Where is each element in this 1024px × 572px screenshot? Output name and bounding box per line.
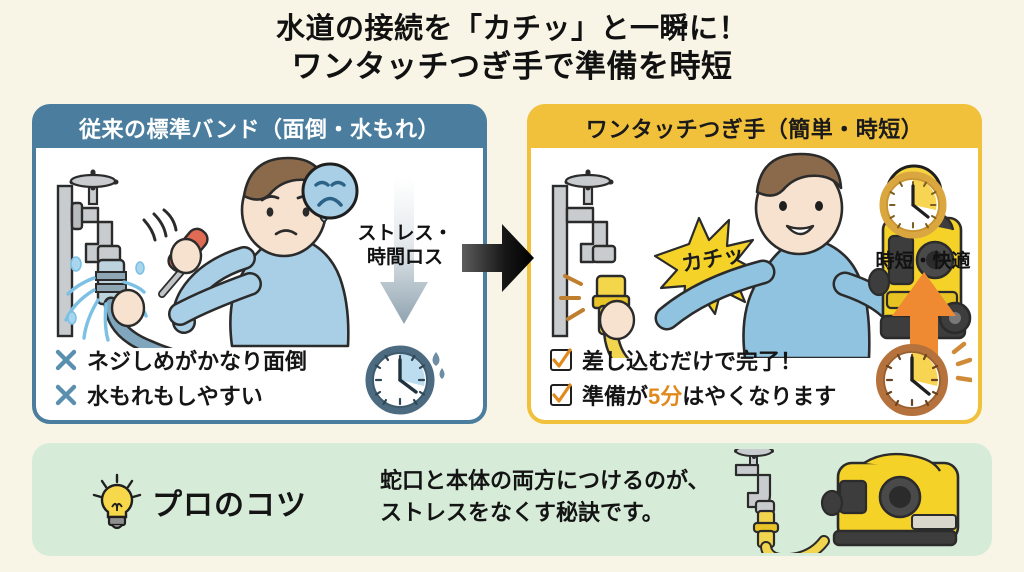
pro-tip-label: プロのコツ <box>92 471 307 533</box>
middle-caption: ストレス・ 時間ロス <box>345 222 465 271</box>
pro-tip-text-line-1: 蛇口と本体の両方につけるのが、 <box>380 468 710 493</box>
list-item: 準備が5分はやくなります <box>549 377 836 412</box>
list-item-label-highlight: 5分 <box>648 383 683 409</box>
list-item-label: 差し込むだけで完了！ <box>582 348 803 374</box>
checkbox-checked-icon <box>550 347 572 371</box>
sad-face-icon <box>301 162 359 220</box>
middle-caption-line-2: 時間ロス <box>366 247 443 269</box>
list-item-label-after: はやくなります <box>682 383 837 409</box>
lightbulb-icon <box>92 473 142 530</box>
list-item: 差し込むだけで完了！ <box>549 342 836 377</box>
clock-brown-with-motion-lines-icon <box>876 341 972 416</box>
pro-tip-text: 蛇口と本体の両方につけるのが、 ストレスをなくす秘訣です。 <box>380 465 710 529</box>
middle-caption-line-1: ストレス・ <box>357 223 453 244</box>
page-title: 水道の接続を「カチッ」と一瞬に！ ワンタッチつぎ手で準備を時短 <box>0 12 1024 86</box>
right-arrow-black-icon <box>462 224 534 292</box>
clock-gold-icon <box>879 171 947 239</box>
right-panel-header-text: ワンタッチつぎ手（簡単・時短） <box>585 117 924 142</box>
left-bullet-list: ネジしめがかなり面倒 水もれもしやすい <box>54 342 307 412</box>
cross-icon <box>55 349 77 370</box>
right-callout-caption: 時短・快適 <box>875 251 971 272</box>
left-panel-header: 従来の標準バンド（面倒・水もれ） <box>36 108 483 148</box>
pro-tip-text-line-2: ストレスをなくす秘訣です。 <box>380 499 664 525</box>
list-item: ネジしめがかなり面倒 <box>54 342 307 377</box>
cross-icon <box>55 384 77 405</box>
tip-illustration-faucet-and-washer <box>734 449 960 553</box>
right-panel-header: ワンタッチつぎ手（簡単・時短） <box>531 108 978 148</box>
pro-tip-label-text: プロのコツ <box>152 489 307 522</box>
up-arrow-orange-icon <box>892 272 956 382</box>
pro-tip-box: プロのコツ 蛇口と本体の両方につけるのが、 ストレスをなくす秘訣です。 <box>32 443 992 556</box>
left-panel-header-text: 従来の標準バンド（面倒・水もれ） <box>78 117 441 142</box>
clock-blue-with-sweat-icon <box>365 345 445 415</box>
left-illustration-person-tightening-band <box>56 156 350 348</box>
list-item-label: 水もれもしやすい <box>87 383 263 409</box>
list-item: 水もれもしやすい <box>54 377 307 412</box>
title-line-1: 水道の接続を「カチッ」と一瞬に！ <box>275 13 748 45</box>
list-item-label: ネジしめがかなり面倒 <box>87 348 308 374</box>
down-arrow-gray-icon <box>380 178 428 324</box>
title-line-2: ワンタッチつぎ手で準備を時短 <box>291 48 733 84</box>
checkbox-checked-icon <box>550 382 572 406</box>
right-bullet-list: 差し込むだけで完了！ 準備が5分はやくなります <box>549 342 836 412</box>
list-item-label-before: 準備が <box>582 383 649 409</box>
list-item-label: 準備が5分はやくなります <box>582 379 836 411</box>
